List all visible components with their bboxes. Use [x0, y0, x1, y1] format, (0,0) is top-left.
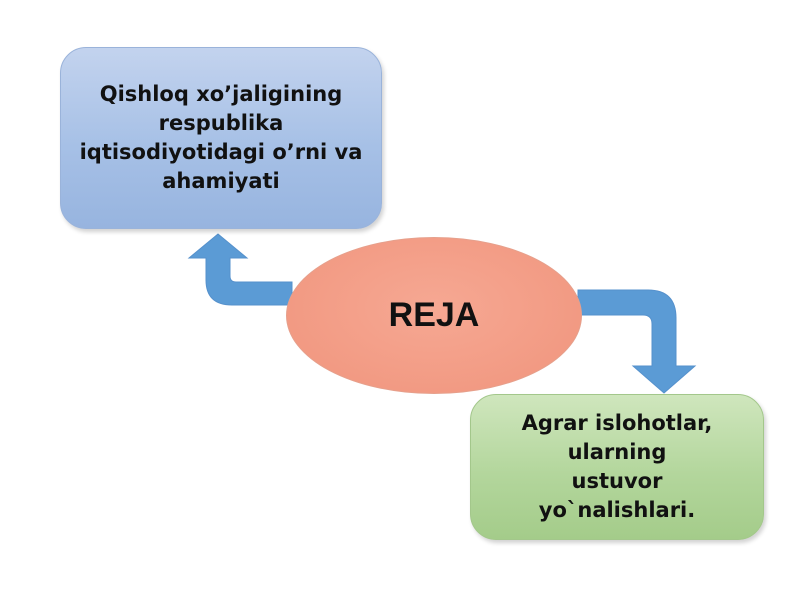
topic-box-agriculture-role-text: Qishloq xo’jaligining respublika iqtisod…	[79, 82, 363, 193]
center-plan-ellipse: REJA	[286, 237, 582, 394]
arrow-to-bottom-box	[577, 289, 697, 394]
topic-box-agrarian-reforms: Agrar islohotlar, ularning ustuvor yo`na…	[470, 394, 764, 540]
topic-box-agrarian-reforms-text: Agrar islohotlar, ularning ustuvor yo`na…	[521, 411, 713, 522]
topic-box-agriculture-role: Qishloq xo’jaligining respublika iqtisod…	[60, 47, 382, 229]
arrow-to-top-box	[187, 233, 293, 306]
center-plan-label: REJA	[388, 296, 480, 334]
